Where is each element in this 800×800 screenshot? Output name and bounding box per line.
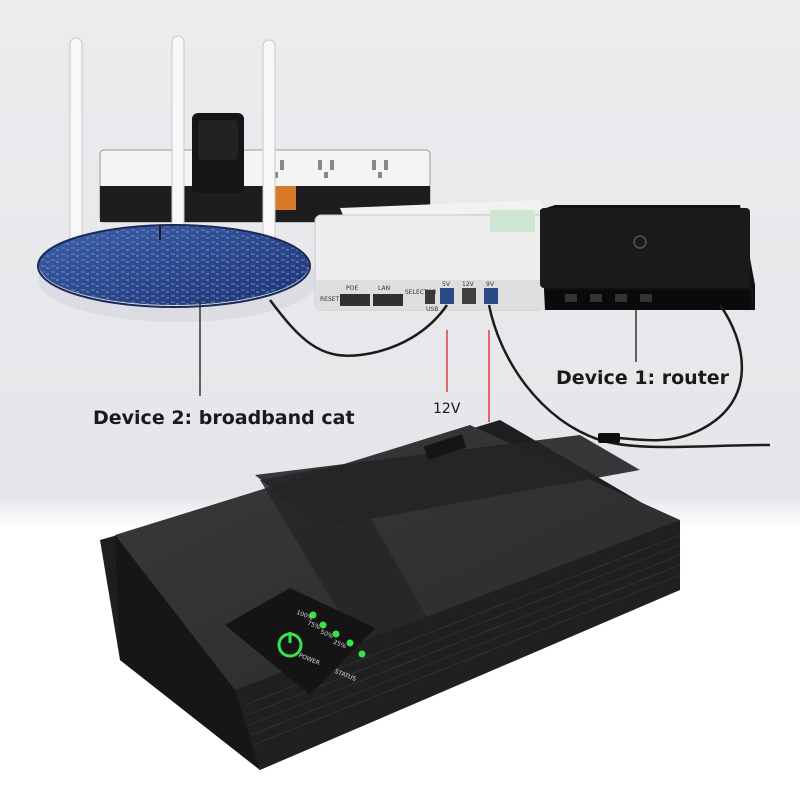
broadband-cat-label: Device 2: broadband cat bbox=[93, 407, 355, 429]
port-label-usb: USB bbox=[426, 306, 439, 313]
port-label-9v: 9V bbox=[486, 281, 494, 288]
broadband-cat-device bbox=[37, 224, 318, 322]
port-label-lan: LAN bbox=[378, 285, 391, 292]
cables bbox=[159, 225, 771, 449]
level-leds bbox=[309, 611, 366, 658]
port-label-12v: 12V bbox=[462, 281, 474, 288]
router-device bbox=[540, 205, 755, 310]
port-label-5v: 5V bbox=[442, 281, 450, 288]
voltage-label: 12V bbox=[433, 401, 461, 417]
port-label-poe: POE bbox=[346, 285, 359, 292]
port-label-selector: SELECTOR bbox=[405, 289, 437, 296]
antennas bbox=[69, 35, 276, 265]
port-label-reset: RESET bbox=[320, 296, 340, 303]
router-label: Device 1: router bbox=[556, 367, 730, 389]
black-ups-device bbox=[100, 420, 681, 770]
white-ups-device bbox=[314, 200, 546, 311]
